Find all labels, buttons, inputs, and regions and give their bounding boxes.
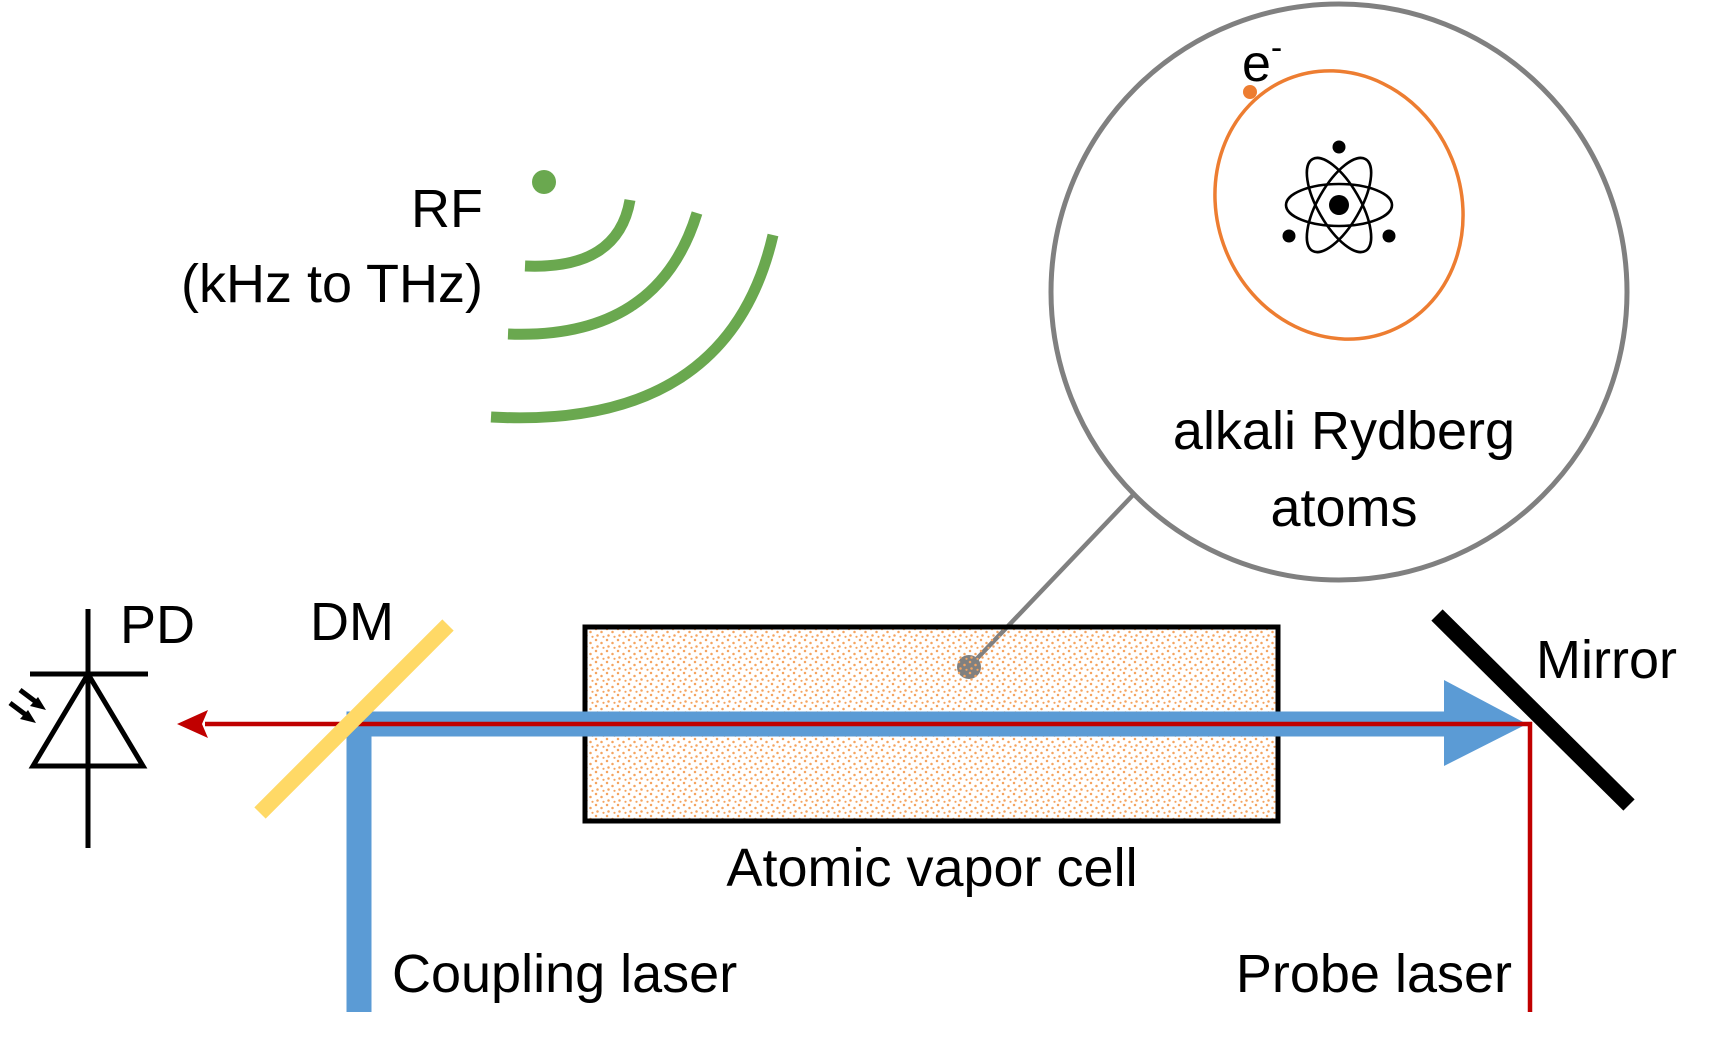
probe-laser-label: Probe laser bbox=[1236, 944, 1512, 1004]
dichroic-mirror: DM bbox=[254, 592, 454, 819]
photodiode-symbol-icon bbox=[8, 609, 148, 848]
inset-label-line2: atoms bbox=[1270, 478, 1417, 538]
probe-laser-beam: Probe laser bbox=[177, 710, 1533, 1012]
vapor-cell-label: Atomic vapor cell bbox=[726, 838, 1137, 898]
probe-beam-path bbox=[205, 721, 1533, 1012]
light-arrows-icon bbox=[20, 697, 46, 723]
rf-emitter-dot bbox=[532, 170, 556, 194]
rf-wave-medium bbox=[507, 211, 703, 340]
electron-charge-superscript: - bbox=[1271, 29, 1282, 67]
electron-orbit bbox=[1213, 69, 1465, 341]
atom-icon bbox=[1282, 140, 1396, 254]
mirror-plate bbox=[1431, 609, 1635, 811]
coupling-laser-label: Coupling laser bbox=[392, 944, 737, 1004]
atom-inset: e- alkali Rydberg atoms bbox=[957, 1, 1630, 679]
inset-circle bbox=[1048, 1, 1630, 583]
electron-label: e- bbox=[1242, 29, 1282, 93]
mirror: Mirror bbox=[1431, 609, 1677, 811]
pd-label: PD bbox=[120, 595, 195, 655]
rf-wave-large bbox=[490, 233, 779, 424]
rf-source: RF (kHz to THz) bbox=[181, 170, 779, 424]
rf-title: RF bbox=[411, 179, 483, 239]
dm-label: DM bbox=[310, 592, 394, 652]
probe-beam-arrowhead bbox=[177, 710, 208, 738]
mirror-label: Mirror bbox=[1536, 630, 1677, 690]
inset-label-line1: alkali Rydberg bbox=[1173, 401, 1515, 461]
rf-range-label: (kHz to THz) bbox=[181, 254, 483, 314]
electron-dot bbox=[1243, 85, 1257, 99]
photodiode: PD bbox=[8, 595, 195, 848]
vapor-cell: Atomic vapor cell bbox=[582, 624, 1281, 898]
dichroic-mirror-plate bbox=[254, 619, 454, 819]
rf-wave-small bbox=[524, 198, 636, 272]
